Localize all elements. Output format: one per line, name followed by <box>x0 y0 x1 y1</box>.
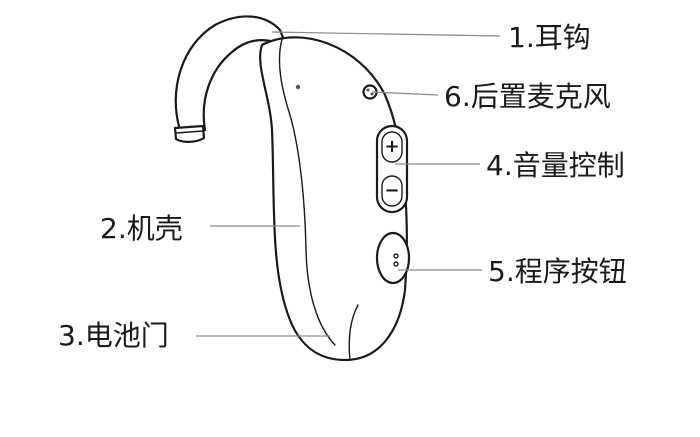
label-ear-hook: 1.耳钩 <box>508 21 591 54</box>
leader-lines <box>196 31 501 337</box>
ear-hook-tip <box>173 124 206 143</box>
ear-hook <box>173 15 289 143</box>
label-battery-door: 3.电池门 <box>58 319 169 352</box>
label-program-button: 5.程序按钮 <box>488 255 627 288</box>
volume-rocker: + − <box>375 124 409 214</box>
program-button <box>375 231 411 285</box>
leader-rear-microphone <box>371 91 439 96</box>
volume-plus-symbol: + <box>384 136 399 157</box>
label-rear-microphone: 6.后置麦克风 <box>444 80 611 113</box>
label-volume-control: 4.音量控制 <box>486 149 625 182</box>
leader-ear-hook <box>271 31 501 37</box>
device-shell <box>259 35 408 362</box>
part-labels: 1.耳钩 6.后置麦克风 4.音量控制 5.程序按钮 2.机壳 3.电池门 <box>58 21 627 352</box>
label-shell: 2.机壳 <box>100 212 183 245</box>
volume-minus-symbol: − <box>384 180 399 201</box>
